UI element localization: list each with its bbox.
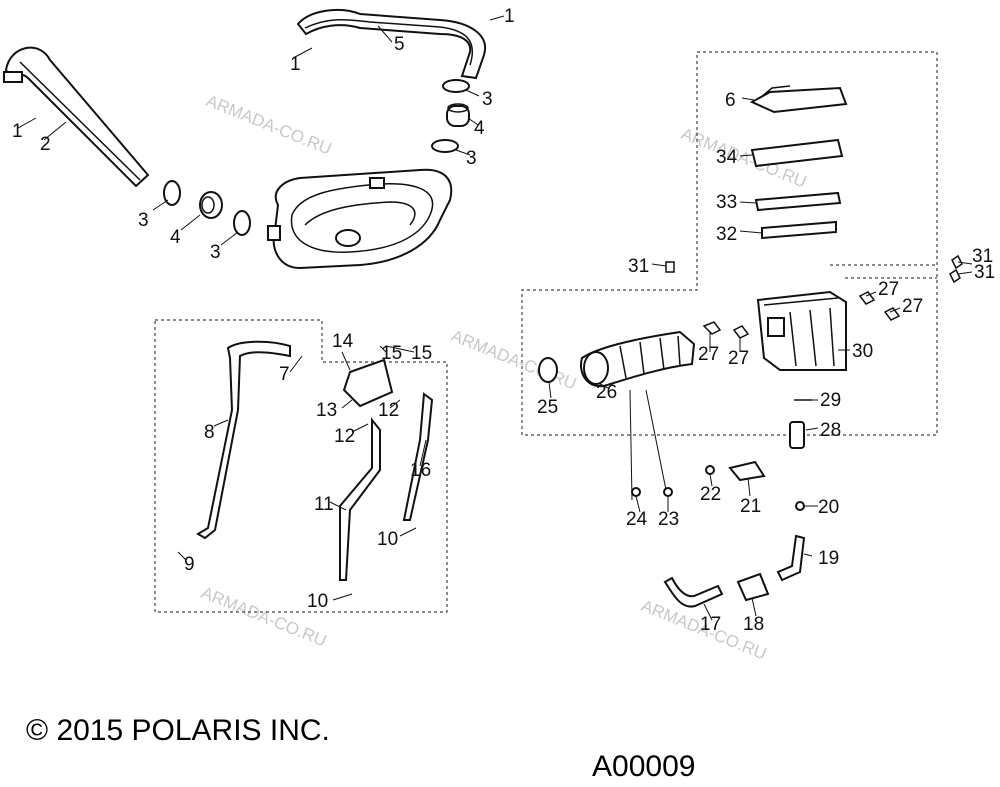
callout-label: 12 [334, 426, 355, 447]
callout-label: 7 [279, 364, 290, 385]
callout-label: 11 [314, 494, 334, 515]
callouts: 1 5 1 2 1 3 4 3 3 4 3 6 34 33 32 31 31 3… [12, 6, 995, 635]
airbox-stack [749, 85, 848, 240]
breather-boundary [154, 319, 448, 613]
callout-label: 27 [878, 279, 899, 300]
callout-label: 16 [410, 460, 431, 481]
callout-label: 34 [716, 147, 738, 168]
breather-hoses [196, 340, 434, 581]
callout-label: 1 [290, 54, 301, 75]
callout-label: 31 [972, 246, 993, 267]
callout-label: 4 [170, 227, 181, 248]
callout-label: 9 [184, 554, 195, 575]
callout-label: 18 [743, 614, 764, 635]
callout-label: 15 [381, 343, 402, 364]
clutch-cover [267, 168, 453, 270]
callout-label: 21 [740, 496, 761, 517]
callout-label: 3 [138, 210, 149, 231]
callout-label: 5 [394, 34, 405, 55]
callout-label: 25 [537, 397, 558, 418]
callout-label: 29 [820, 390, 841, 411]
watermark: ARMADA-CO.RU [449, 326, 580, 394]
clamps-left [163, 180, 251, 236]
clamps-top [431, 79, 470, 153]
airbox-boundary [521, 51, 938, 436]
callout-label: 2 [40, 134, 51, 155]
callout-label: 17 [700, 614, 721, 635]
figure-id: A00009 [592, 750, 695, 783]
callout-label: 13 [316, 400, 337, 421]
callout-label: 23 [658, 509, 679, 530]
callout-label: 3 [466, 148, 477, 169]
callout-label: 1 [504, 6, 515, 27]
callout-label: 14 [332, 331, 354, 352]
callout-label: 27 [902, 296, 923, 317]
callout-label: 4 [474, 118, 485, 139]
watermark: ARMADA-CO.RU [204, 91, 335, 159]
callout-label: 31 [628, 256, 649, 277]
callout-label: 20 [818, 497, 839, 518]
callout-label: 19 [818, 548, 839, 569]
callout-label: 6 [725, 90, 736, 111]
watermarks: ARMADA-CO.RU ARMADA-CO.RU ARMADA-CO.RU A… [199, 91, 810, 664]
drain-parts [789, 399, 812, 449]
callout-label: 3 [482, 89, 493, 110]
airbox-inner-bracket [830, 264, 937, 279]
callout-label: 26 [596, 382, 617, 403]
intake-tube [3, 46, 150, 188]
callout-label: 22 [700, 484, 721, 505]
callout-label: 33 [716, 192, 737, 213]
callout-label: 3 [210, 242, 221, 263]
callout-label: 12 [378, 400, 399, 421]
airbox-body [756, 290, 847, 371]
callout-label: 27 [728, 348, 749, 369]
callout-label: 28 [820, 420, 841, 441]
leader-lines [17, 15, 973, 621]
top-tube [296, 8, 487, 80]
callout-label: 15 [411, 343, 432, 364]
callout-label: 32 [716, 224, 737, 245]
lower-hoses [663, 534, 806, 608]
callout-label: 30 [852, 341, 873, 362]
intake-duct [538, 330, 696, 388]
callout-label: 1 [12, 121, 23, 142]
small-clips [665, 254, 963, 339]
callout-label: 10 [307, 591, 328, 612]
copyright-notice: © 2015 POLARIS INC. [26, 714, 330, 747]
callout-label: 31 [974, 262, 995, 283]
callout-label: 8 [204, 422, 215, 443]
callout-label: 10 [377, 529, 398, 550]
group-boundaries [154, 51, 938, 613]
callout-label: 27 [698, 344, 719, 365]
callout-label: 24 [626, 509, 648, 530]
